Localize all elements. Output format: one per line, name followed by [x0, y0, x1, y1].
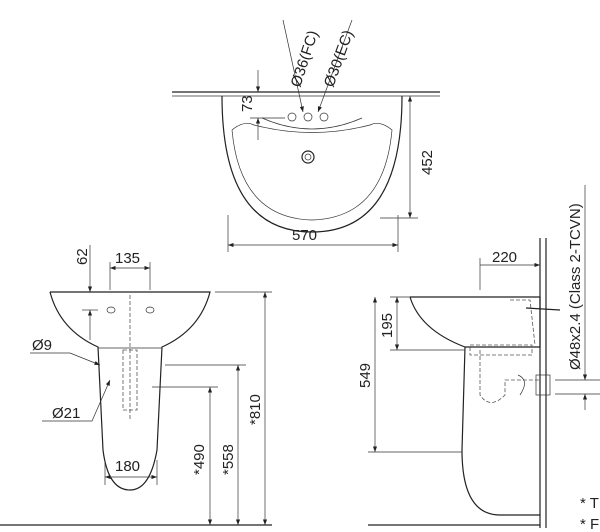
front-view: 62 135 Ø9 Ø21 180 *490 *558 *810	[0, 245, 272, 526]
dim-570: 570	[292, 227, 317, 244]
dim-21: Ø21	[52, 405, 80, 422]
dim-180: 180	[115, 458, 140, 475]
dim-549: 549	[357, 363, 374, 388]
dim-62: 62	[74, 248, 91, 265]
side-view: 220 195 549 Ø48x2.4 (Class 2-TCVN)	[357, 185, 600, 528]
top-view: 570 452 73 Ø36(FC) Ø30(EC)	[172, 19, 440, 252]
dim-558: *558	[220, 444, 237, 475]
dim-452: 452	[419, 150, 436, 175]
note-2: * F	[580, 516, 599, 532]
dim-810: *810	[247, 394, 264, 425]
dim-fc-hole: Ø36(FC)	[288, 28, 322, 89]
dim-195: 195	[379, 313, 396, 338]
dim-220: 220	[492, 249, 517, 266]
dim-490: *490	[191, 444, 208, 475]
dim-73: 73	[239, 95, 256, 112]
note-1: * T	[580, 495, 599, 512]
dim-135: 135	[115, 250, 140, 267]
dim-ec-hole: Ø30(EC)	[321, 28, 357, 89]
dim-9: Ø9	[32, 337, 52, 354]
pipe-spec: Ø48x2.4 (Class 2-TCVN)	[567, 203, 584, 370]
